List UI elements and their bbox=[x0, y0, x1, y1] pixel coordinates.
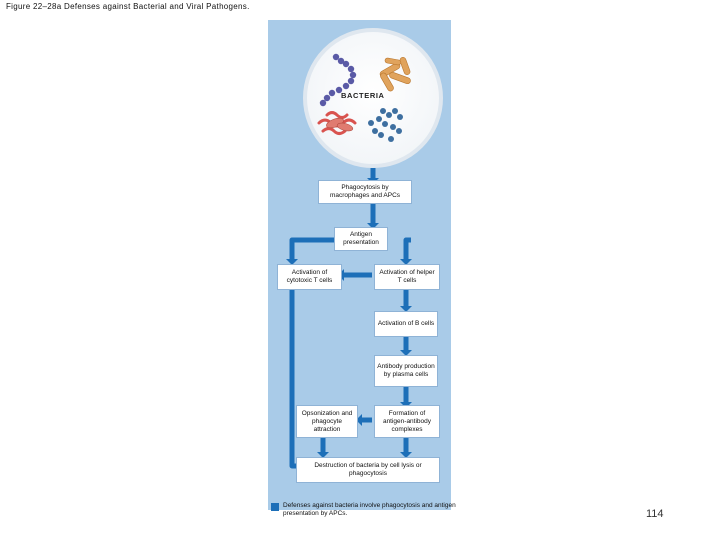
cocci-bacteria-icon bbox=[368, 108, 403, 142]
figure-title: Figure 22–28a Defenses against Bacterial… bbox=[6, 2, 250, 11]
bacteria-illustration bbox=[301, 27, 445, 169]
arrow-antigen-to-helper bbox=[403, 237, 411, 259]
arrow-cytotoxic-to-destruction bbox=[289, 289, 296, 469]
node-antigen-antibody-complexes: Formation of antigen-antibody complexes bbox=[374, 405, 440, 438]
page-number: 114 bbox=[646, 508, 664, 520]
node-opsonization: Opsonization and phagocyte attraction bbox=[296, 405, 358, 438]
arrow-antigen-to-cytotoxic bbox=[289, 237, 334, 259]
bacteria-label: BACTERIA bbox=[341, 91, 385, 100]
chain-bacteria-icon bbox=[319, 53, 357, 107]
node-antibody-production: Antibody production by plasma cells bbox=[374, 355, 438, 387]
node-helper-t-cells: Activation of helper T cells bbox=[374, 264, 440, 290]
rod-bacteria-icon bbox=[379, 57, 411, 92]
node-antigen-presentation: Antigen presentation bbox=[334, 227, 388, 251]
figure-caption: Defenses against bacteria involve phagoc… bbox=[283, 502, 456, 517]
node-destruction: Destruction of bacteria by cell lysis or… bbox=[296, 457, 440, 483]
node-cytotoxic-t-cells: Activation of cytotoxic T cells bbox=[277, 264, 342, 290]
node-phagocytosis: Phagocytosis by macrophages and APCs bbox=[318, 180, 412, 204]
square-bullet-icon bbox=[271, 503, 279, 511]
node-b-cells: Activation of B cells bbox=[374, 311, 438, 337]
